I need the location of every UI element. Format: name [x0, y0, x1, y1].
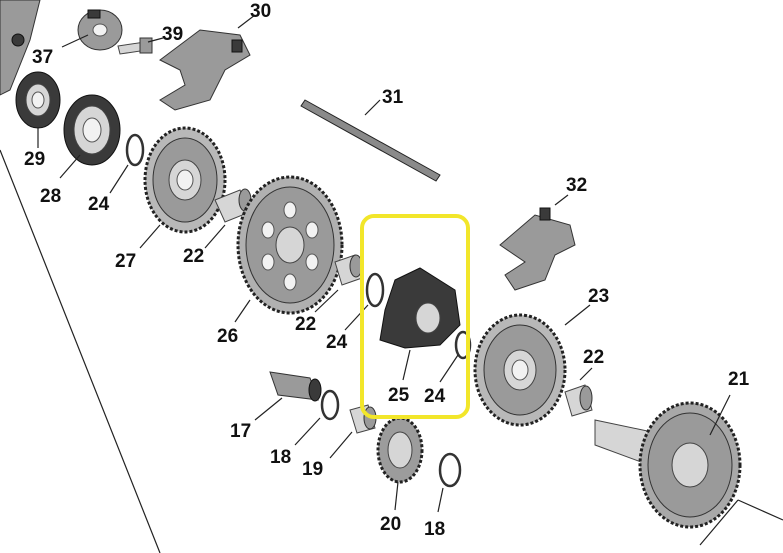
label-22-b: 22 — [295, 314, 316, 335]
label-32: 32 — [566, 175, 587, 196]
label-30: 30 — [250, 1, 271, 22]
part-25-cam — [379, 267, 461, 349]
part-22-bushing-c — [564, 384, 593, 417]
part-24-circlip-a — [125, 133, 145, 167]
label-19: 19 — [302, 459, 323, 480]
label-26: 26 — [217, 326, 238, 347]
label-18-b: 18 — [424, 519, 445, 540]
label-22-c: 22 — [583, 347, 604, 368]
label-21: 21 — [728, 369, 750, 390]
part-17-sleeve — [269, 371, 322, 402]
label-39: 39 — [162, 24, 183, 45]
highlight-box — [360, 214, 470, 419]
label-28: 28 — [40, 186, 61, 207]
part-39-bolt — [117, 37, 153, 55]
part-22-bushing-b — [334, 254, 363, 286]
part-37-flange — [77, 9, 123, 51]
part-26-large-gear — [236, 175, 344, 315]
part-23-gear — [473, 313, 567, 427]
part-24-circlip-b — [365, 272, 385, 308]
label-18-a: 18 — [270, 447, 291, 468]
part-32-shift-fork — [499, 207, 576, 291]
assembly-boundary-line — [0, 149, 161, 553]
label-24-a: 24 — [88, 194, 110, 215]
part-21-output-shaft-gear — [594, 401, 742, 529]
leader-lines — [37, 14, 731, 513]
label-25: 25 — [388, 385, 410, 406]
label-20: 20 — [380, 514, 401, 535]
part-20-small-gear — [376, 416, 424, 484]
label-22-a: 22 — [183, 246, 204, 267]
label-29: 29 — [24, 149, 45, 170]
label-24-c: 24 — [424, 386, 446, 407]
label-37: 37 — [32, 47, 53, 68]
part-18-washer-b — [438, 452, 462, 488]
assembly-boundary-line-right — [699, 499, 783, 546]
part-31-shift-rod — [300, 99, 441, 182]
housing-part — [0, 0, 41, 96]
label-24-b: 24 — [326, 332, 348, 353]
part-29-bearing — [15, 71, 61, 129]
label-23: 23 — [588, 286, 609, 307]
part-30-shift-fork — [159, 29, 251, 111]
part-28-hub — [63, 94, 121, 166]
label-17: 17 — [230, 421, 251, 442]
part-18-washer-a — [320, 389, 340, 421]
label-31: 31 — [382, 87, 404, 108]
part-27-gear — [143, 126, 227, 234]
label-27: 27 — [115, 251, 136, 272]
